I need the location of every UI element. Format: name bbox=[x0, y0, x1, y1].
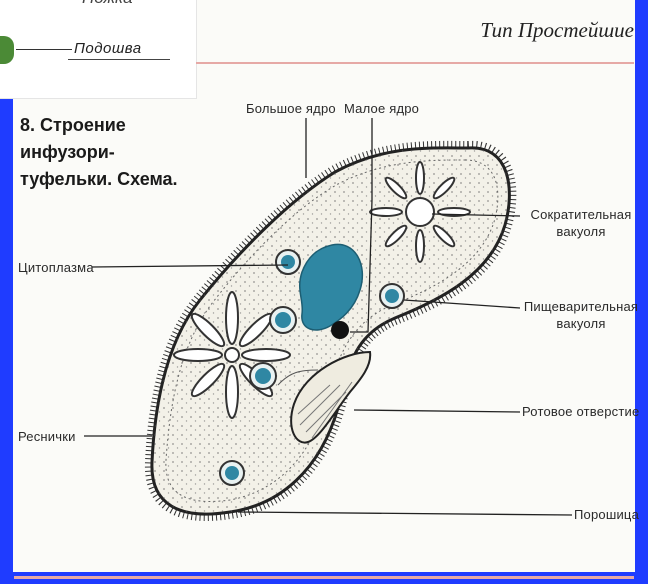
label-contractile-vacuole: Сократительная вакуоля bbox=[522, 206, 640, 240]
micronucleus bbox=[331, 321, 349, 339]
label-digestive-vacuole: Пищеварительная вакуоля bbox=[522, 298, 640, 332]
label-contractile-line2: вакуоля bbox=[522, 223, 640, 240]
label-digestive-line1: Пищеварительная bbox=[522, 298, 640, 315]
label-anus: Порошица bbox=[574, 506, 639, 523]
label-cytoplasm: Цитоплазма bbox=[18, 259, 94, 276]
label-mouth: Ротовое отверстие bbox=[522, 403, 639, 420]
label-contractile-line1: Сократительная bbox=[522, 206, 640, 223]
label-digestive-line2: вакуоля bbox=[522, 315, 640, 332]
label-big-nucleus: Большое ядро bbox=[246, 100, 336, 117]
label-small-nucleus: Малое ядро bbox=[344, 100, 419, 117]
label-cilia: Реснички bbox=[18, 428, 76, 445]
